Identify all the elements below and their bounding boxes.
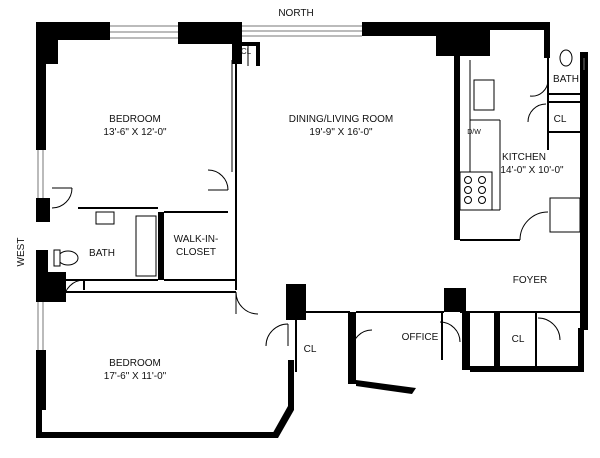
windows bbox=[37, 25, 585, 350]
foyer-name: FOYER bbox=[513, 275, 547, 286]
refrigerator bbox=[549, 197, 581, 233]
bedroom-1-name: BEDROOM bbox=[109, 114, 161, 125]
toilet-2 bbox=[559, 49, 573, 67]
doors bbox=[51, 46, 561, 351]
closet-top-label: CL bbox=[241, 47, 252, 56]
north-label: NORTH bbox=[278, 8, 313, 19]
bedroom-2-name: BEDROOM bbox=[109, 358, 161, 369]
west-label: WEST bbox=[16, 238, 27, 267]
closet-foyer-label: CL bbox=[512, 334, 525, 345]
dining-living-name: DINING/LIVING ROOM bbox=[289, 114, 393, 125]
closet-hall-label: CL bbox=[304, 344, 317, 355]
bath-1-name: BATH bbox=[89, 248, 115, 259]
bedroom-1-dims: 13'-6" X 12'-0" bbox=[103, 127, 167, 138]
bathtub bbox=[135, 215, 157, 277]
interior-walls bbox=[46, 40, 580, 394]
fixtures bbox=[53, 49, 588, 277]
walk-in-closet-line2: CLOSET bbox=[176, 247, 216, 258]
dishwasher-label: D/W bbox=[467, 129, 481, 136]
closet-kitchen-label: CL bbox=[554, 114, 567, 125]
kitchen-dims: 14'-0" X 10'-0" bbox=[500, 165, 564, 176]
bath-2-name: BATH bbox=[553, 74, 579, 85]
bedroom-2-dims: 17'-6" X 11'-0" bbox=[104, 371, 167, 382]
sink bbox=[95, 211, 115, 225]
labels: NORTH WEST BEDROOM 13'-6" X 12'-0" DININ… bbox=[16, 8, 579, 382]
kitchen-sink bbox=[473, 79, 495, 111]
kitchen-name: KITCHEN bbox=[502, 152, 546, 163]
office-name: OFFICE bbox=[402, 332, 439, 343]
toilet bbox=[57, 250, 79, 266]
dining-living-dims: 19'-9" X 16'-0" bbox=[309, 127, 373, 138]
walk-in-closet-line1: WALK-IN- bbox=[174, 234, 219, 245]
